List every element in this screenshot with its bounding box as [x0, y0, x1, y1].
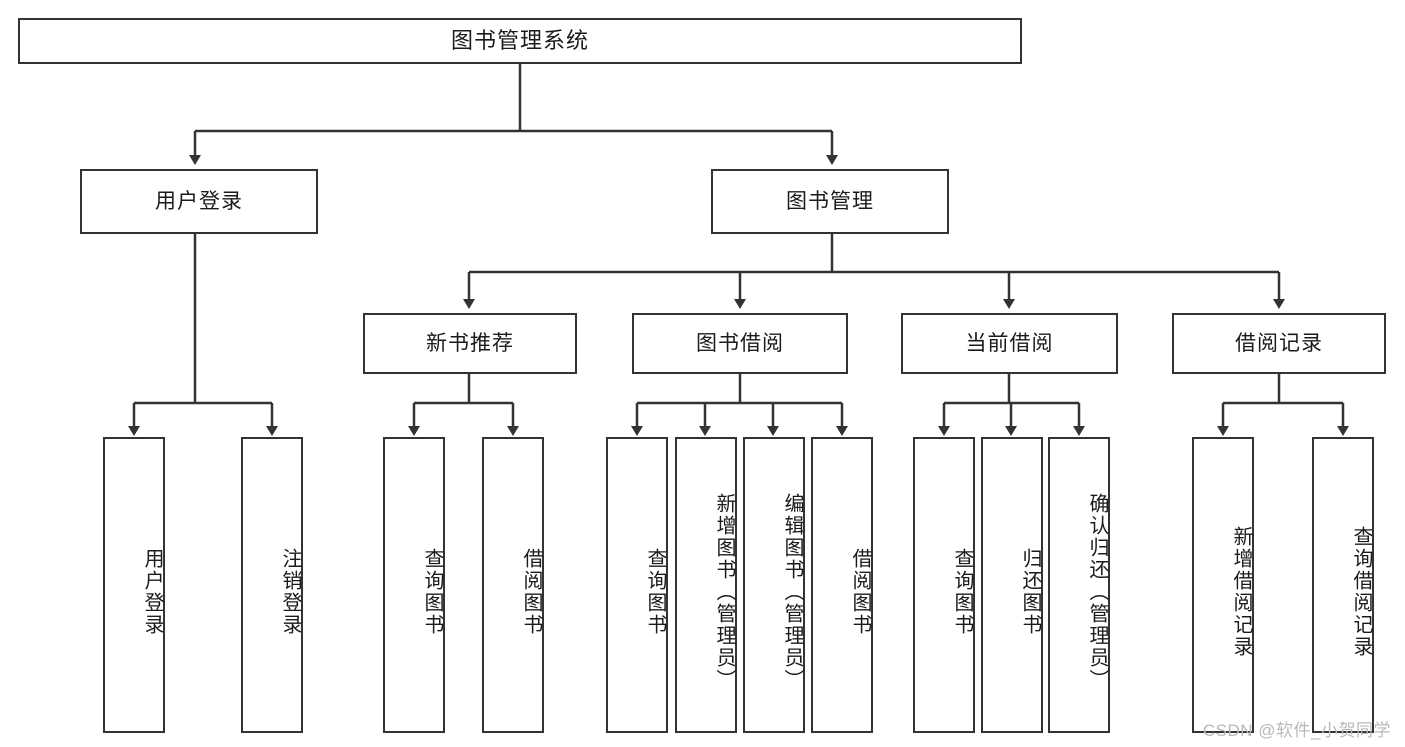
leaf-bb-query-book[interactable]: 查询图书: [606, 437, 668, 733]
node-label: 新书推荐: [426, 331, 514, 355]
leaf-br-query-record[interactable]: 查询借阅记录: [1312, 437, 1374, 733]
node-label: 确认归还（管理员）: [1086, 493, 1108, 691]
node-label: 查询图书: [951, 548, 973, 636]
node-borrow-records[interactable]: 借阅记录: [1172, 313, 1386, 374]
leaf-bb-borrow-book[interactable]: 借阅图书: [811, 437, 873, 733]
node-label: 当前借阅: [965, 331, 1054, 355]
node-label: 查询图书: [644, 548, 666, 636]
node-label: 图书借阅: [696, 331, 784, 355]
node-root-book-management-system[interactable]: 图书管理系统: [18, 18, 1022, 64]
node-label: 借阅记录: [1235, 331, 1323, 355]
leaf-user-login[interactable]: 用户登录: [103, 437, 165, 733]
leaf-br-add-record[interactable]: 新增借阅记录: [1192, 437, 1254, 733]
node-label: 新增借阅记录: [1230, 526, 1252, 658]
leaf-nb-borrow-book[interactable]: 借阅图书: [482, 437, 544, 733]
node-label: 借阅图书: [520, 548, 542, 636]
node-book-management[interactable]: 图书管理: [711, 169, 949, 234]
leaf-cb-return-book[interactable]: 归还图书: [981, 437, 1043, 733]
node-label: 图书管理: [786, 189, 874, 213]
node-label: 用户登录: [141, 548, 163, 636]
node-label: 归还图书: [1019, 548, 1041, 636]
leaf-cb-query-book[interactable]: 查询图书: [913, 437, 975, 733]
leaf-logout[interactable]: 注销登录: [241, 437, 303, 733]
node-label: 注销登录: [279, 548, 301, 636]
leaf-cb-confirm-return-admin[interactable]: 确认归还（管理员）: [1048, 437, 1110, 733]
node-label: 借阅图书: [849, 548, 871, 636]
leaf-bb-edit-book-admin[interactable]: 编辑图书（管理员）: [743, 437, 805, 733]
leaf-nb-query-book[interactable]: 查询图书: [383, 437, 445, 733]
node-new-book-recommend[interactable]: 新书推荐: [363, 313, 577, 374]
node-current-borrow[interactable]: 当前借阅: [901, 313, 1118, 374]
node-label: 查询借阅记录: [1350, 526, 1372, 658]
node-book-borrow[interactable]: 图书借阅: [632, 313, 848, 374]
leaf-bb-add-book-admin[interactable]: 新增图书（管理员）: [675, 437, 737, 733]
node-label: 图书管理系统: [450, 27, 589, 53]
node-label: 查询图书: [421, 548, 443, 636]
node-label: 新增图书（管理员）: [713, 493, 735, 691]
node-user-login[interactable]: 用户登录: [80, 169, 318, 234]
node-label: 编辑图书（管理员）: [781, 493, 803, 691]
csdn-watermark: CSDN @软件_小贺同学: [1202, 721, 1391, 740]
node-label: 用户登录: [155, 189, 243, 213]
